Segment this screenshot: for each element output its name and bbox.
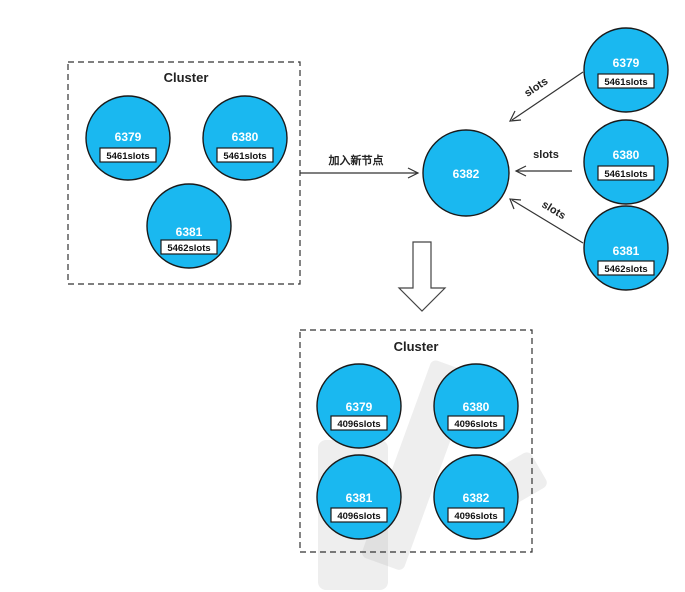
slot-box — [99, 147, 157, 163]
cluster-after-node-6379: 6379 4096slots — [316, 363, 402, 449]
slot-box — [597, 73, 655, 89]
node-port-label: 6379 — [613, 56, 640, 70]
cluster-before-node-6381: 6381 5462slots — [146, 183, 232, 269]
slot-count-label: 5462slots — [167, 243, 210, 254]
node-port-label: 6381 — [346, 491, 373, 505]
slot-count-label: 5461slots — [223, 151, 266, 162]
slot-box — [597, 165, 655, 181]
cluster-after-node-6382: 6382 4096slots — [433, 454, 519, 540]
cluster-after-title: Cluster — [394, 339, 439, 354]
new-node-6382: 6382 — [422, 129, 510, 217]
slot-count-label: 5461slots — [106, 151, 149, 162]
node-port-label: 6382 — [453, 167, 480, 181]
add-node-label: 加入新节点 — [328, 153, 384, 167]
slots-edge-from-6379: slots — [508, 71, 584, 122]
node-port-label: 6380 — [463, 400, 490, 414]
node-port-label: 6380 — [613, 148, 640, 162]
slots-edge-from-6381: slots — [509, 198, 584, 244]
slot-box — [330, 507, 388, 523]
node-circle — [422, 129, 510, 217]
node-circle — [583, 119, 669, 205]
slot-box — [216, 147, 274, 163]
slot-count-label: 4096slots — [454, 511, 497, 522]
slots-edge-label: slots — [533, 149, 559, 161]
donor-node-6381: 6381 5462slots — [583, 205, 669, 291]
cluster-before-node-6379: 6379 5461slots — [85, 95, 171, 181]
slot-count-label: 5462slots — [604, 264, 647, 275]
add-node-arrow: 加入新节点 — [300, 153, 420, 179]
node-port-label: 6379 — [346, 400, 373, 414]
node-port-label: 6382 — [463, 491, 490, 505]
node-port-label: 6381 — [613, 244, 640, 258]
slots-edge-label: slots — [522, 75, 550, 99]
slot-box — [330, 415, 388, 431]
cluster-after-node-6381: 6381 4096slots — [316, 454, 402, 540]
donor-node-6380: 6380 5461slots — [583, 119, 669, 205]
slot-count-label: 4096slots — [337, 419, 380, 430]
cluster-after-box — [299, 329, 533, 553]
slot-box — [160, 239, 218, 255]
slot-box — [447, 415, 505, 431]
cluster-before-title: Cluster — [164, 70, 209, 85]
slot-box — [597, 260, 655, 276]
slot-count-label: 4096slots — [337, 511, 380, 522]
node-circle — [583, 27, 669, 113]
slot-count-label: 5461slots — [604, 169, 647, 180]
slot-box — [447, 507, 505, 523]
donor-node-6379: 6379 5461slots — [583, 27, 669, 113]
slot-count-label: 4096slots — [454, 419, 497, 430]
cluster-after-node-6380: 6380 4096slots — [433, 363, 519, 449]
cluster-before-node-6380: 6380 5461slots — [202, 95, 288, 181]
node-port-label: 6381 — [176, 225, 203, 239]
slot-count-label: 5461slots — [604, 77, 647, 88]
node-port-label: 6380 — [232, 130, 259, 144]
node-port-label: 6379 — [115, 130, 142, 144]
down-arrow-icon — [397, 241, 447, 312]
slots-edge-from-6380: slots — [514, 149, 572, 177]
